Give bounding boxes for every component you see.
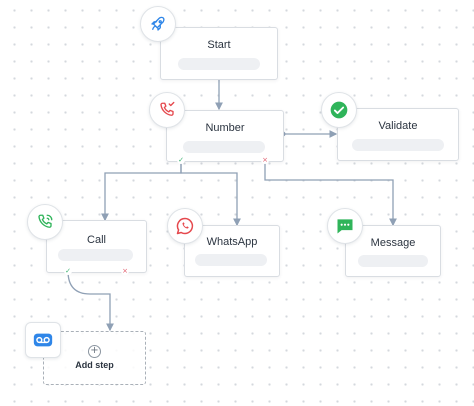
message-icon xyxy=(327,208,363,244)
node-whatsapp-placeholder xyxy=(195,254,267,266)
check-circle-icon xyxy=(321,92,357,128)
node-number-title: Number xyxy=(205,122,245,134)
rocket-icon xyxy=(140,6,176,42)
add-step-label: Add step xyxy=(75,360,114,370)
node-validate-title: Validate xyxy=(378,120,418,132)
node-number[interactable]: Number xyxy=(166,110,284,162)
voicemail-icon xyxy=(25,322,61,358)
whatsapp-icon xyxy=(167,208,203,244)
node-message-title: Message xyxy=(370,237,416,249)
node-start-placeholder xyxy=(178,58,260,70)
node-validate-placeholder xyxy=(352,139,444,151)
node-start[interactable]: Start xyxy=(160,27,278,80)
node-call-placeholder xyxy=(58,249,133,261)
node-call[interactable]: Call xyxy=(46,220,147,273)
phone-icon xyxy=(149,92,185,128)
add-icon: + xyxy=(88,345,101,358)
node-message-placeholder xyxy=(358,255,428,267)
edge-number-call xyxy=(101,160,182,222)
node-call-title: Call xyxy=(87,234,106,246)
number-failure-port[interactable]: × xyxy=(261,156,269,164)
call-failure-port[interactable]: × xyxy=(121,267,129,275)
call-success-port[interactable]: ✓ xyxy=(64,267,72,275)
number-success-port[interactable]: ✓ xyxy=(177,156,185,164)
phone-call-icon xyxy=(27,204,63,240)
node-whatsapp-title: WhatsApp xyxy=(206,236,258,248)
node-start-title: Start xyxy=(207,39,231,51)
node-number-placeholder xyxy=(183,141,265,153)
node-validate[interactable]: Validate xyxy=(337,108,459,161)
edge-call-addstep xyxy=(67,270,114,332)
